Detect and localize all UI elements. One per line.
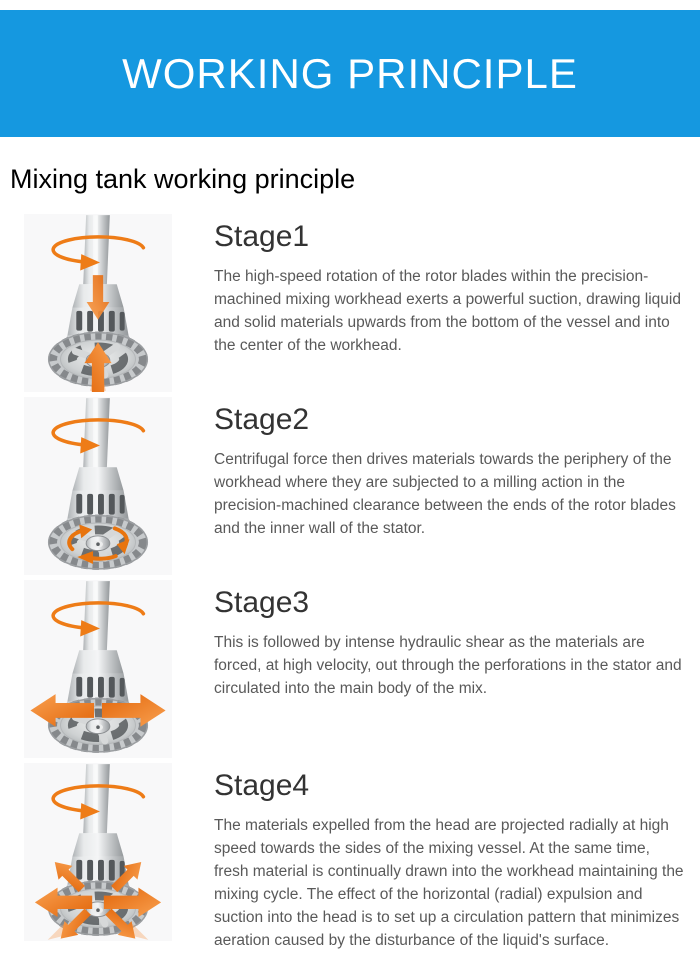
stage-1-workhead-image bbox=[24, 214, 172, 392]
stage-1-section: Stage1 The high-speed rotation of the ro… bbox=[0, 214, 700, 392]
stage-1-text: Stage1 The high-speed rotation of the ro… bbox=[214, 214, 686, 357]
stage-2-title: Stage2 bbox=[214, 403, 310, 436]
centrifugal-swirl-arrows-icon bbox=[67, 524, 130, 564]
stage-3-workhead-image bbox=[24, 580, 172, 758]
stage-3-description: This is followed by intense hydraulic sh… bbox=[214, 634, 682, 697]
stage-4-description: The materials expelled from the head are… bbox=[214, 817, 684, 949]
stage-2-description: Centrifugal force then drives materials … bbox=[214, 451, 676, 537]
stage-4-workhead-image bbox=[24, 763, 172, 941]
stage-3-text: Stage3 This is followed by intense hydra… bbox=[214, 580, 686, 700]
stage-2-workhead-image bbox=[24, 397, 172, 575]
radial-burst-arrows-icon bbox=[34, 855, 162, 941]
stage-4-section: Stage4 The materials expelled from the h… bbox=[0, 763, 700, 952]
banner-title: WORKING PRINCIPLE bbox=[122, 49, 578, 97]
stage-2-text: Stage2 Centrifugal force then drives mat… bbox=[214, 397, 686, 540]
stage-4-title: Stage4 bbox=[214, 769, 310, 802]
stage-2-section: Stage2 Centrifugal force then drives mat… bbox=[0, 397, 700, 575]
working-principle-banner: WORKING PRINCIPLE bbox=[0, 10, 700, 137]
stage-3-section: Stage3 This is followed by intense hydra… bbox=[0, 580, 700, 758]
page-title: Mixing tank working principle bbox=[10, 164, 356, 194]
stage-4-text: Stage4 The materials expelled from the h… bbox=[214, 763, 686, 952]
stage-1-description: The high-speed rotation of the rotor bla… bbox=[214, 268, 681, 354]
stage-3-title: Stage3 bbox=[214, 586, 310, 619]
stage-1-title: Stage1 bbox=[214, 220, 310, 253]
stages-list: Stage1 The high-speed rotation of the ro… bbox=[0, 214, 700, 952]
